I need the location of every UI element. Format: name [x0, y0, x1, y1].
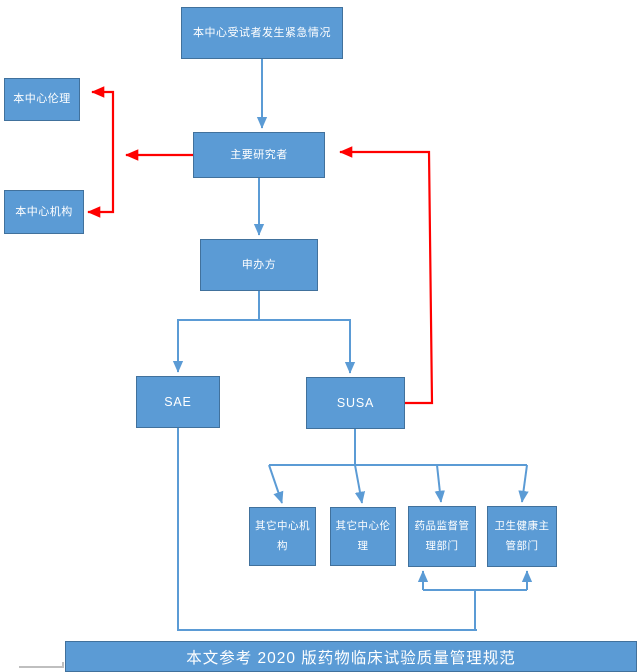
- bottom-left-tick: [62, 662, 64, 667]
- edge-susa-to-other-ethics: [354, 464, 366, 504]
- edge-susa-to-health-admin: [518, 464, 529, 503]
- edge-susa-to-pi: [339, 146, 434, 405]
- node-emergency[interactable]: 本中心受试者发生紧急情况: [181, 7, 343, 59]
- node-local-ethics[interactable]: 本中心伦理: [4, 78, 80, 121]
- edge-susa-to-other-org: [268, 464, 284, 504]
- node-sae[interactable]: SAE: [136, 376, 220, 428]
- edge-sponsor-to-susa: [259, 319, 356, 374]
- node-other-center-org-label: 其它中心机构: [255, 519, 310, 552]
- node-principal-investigator-label: 主要研究者: [230, 148, 288, 161]
- edge-sponsor-to-sae: [172, 319, 259, 373]
- node-local-org-label: 本中心机构: [15, 205, 73, 218]
- node-sponsor[interactable]: 申办方: [200, 239, 318, 291]
- reference-banner-label: 本文参考 2020 版药物临床试验质量管理规范: [186, 649, 516, 667]
- bottom-left-rule: [19, 666, 64, 668]
- edge-susa-to-drug-admin: [434, 464, 445, 503]
- edge-red-left-riser: [91, 86, 115, 155]
- node-drug-administration[interactable]: 药品监督管理部门: [408, 506, 476, 567]
- node-susa-label: SUSA: [336, 395, 375, 410]
- node-other-center-ethics-label: 其它中心伦理: [335, 519, 391, 552]
- node-sponsor-label: 申办方: [241, 258, 277, 271]
- node-health-administration[interactable]: 卫生健康主管部门: [487, 506, 557, 567]
- node-emergency-label: 本中心受试者发生紧急情况: [193, 26, 331, 39]
- node-health-administration-label: 卫生健康主管部门: [494, 519, 550, 552]
- node-sae-label: SAE: [164, 394, 192, 409]
- node-other-center-org[interactable]: 其它中心机构: [249, 507, 316, 566]
- edge-red-left-drop: [87, 155, 115, 218]
- node-local-org[interactable]: 本中心机构: [4, 190, 84, 234]
- node-other-center-ethics[interactable]: 其它中心伦理: [330, 507, 396, 566]
- node-local-ethics-label: 本中心伦理: [13, 93, 71, 106]
- node-principal-investigator[interactable]: 主要研究者: [193, 132, 325, 178]
- node-susa[interactable]: SUSA: [306, 377, 405, 429]
- reference-banner: 本文参考 2020 版药物临床试验质量管理规范: [65, 641, 637, 672]
- node-drug-administration-label: 药品监督管理部门: [414, 519, 470, 552]
